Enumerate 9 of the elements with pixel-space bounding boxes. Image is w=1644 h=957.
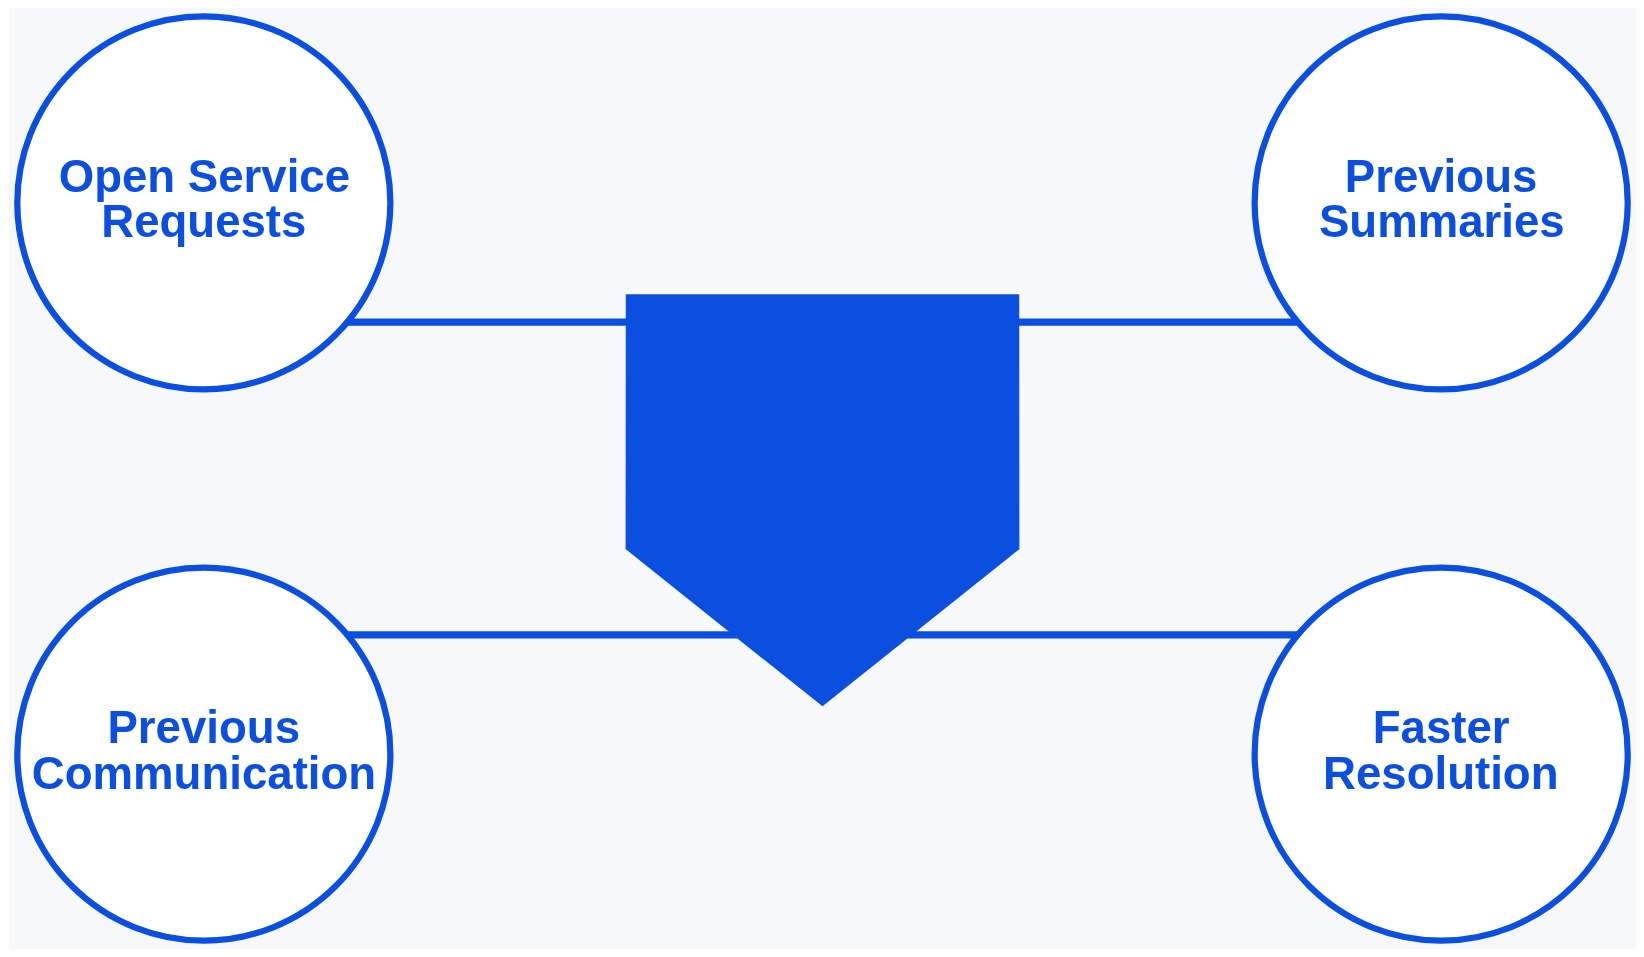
connector: [347, 631, 738, 639]
node-picture: [625, 294, 1019, 707]
node-circle: Faster Resolution: [1251, 564, 1631, 944]
connector: [347, 318, 629, 326]
node-circle: Previous Communication: [13, 564, 393, 944]
connector: [1016, 318, 1297, 326]
connector: [906, 631, 1298, 639]
node-circle: Previous Summaries: [1251, 13, 1631, 393]
node-circle: Open Service Requests: [13, 13, 393, 393]
